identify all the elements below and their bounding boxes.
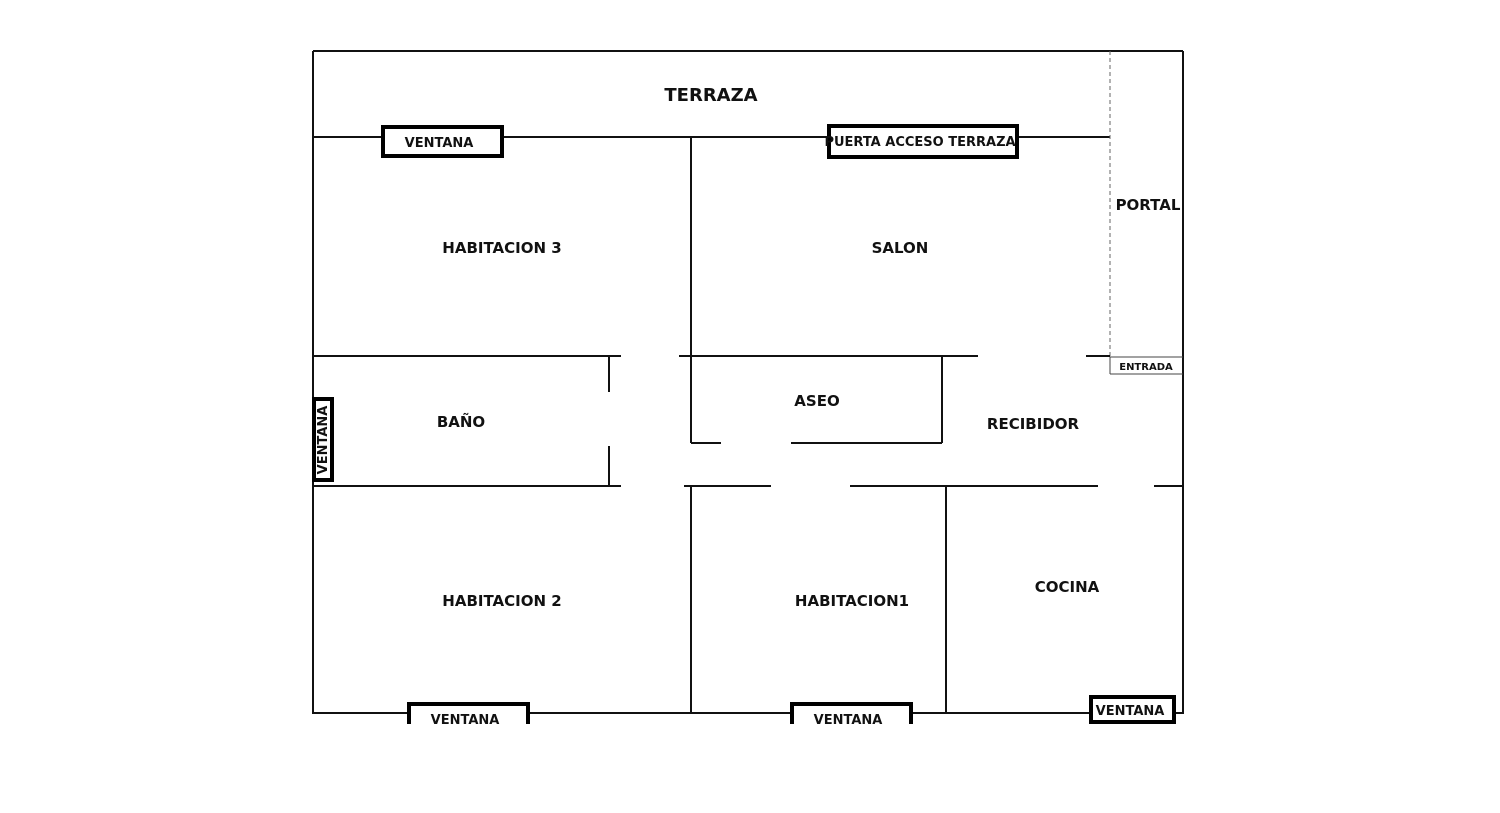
opening-labels: ENTRADA PUERTA ACCESO TERRAZA VENTANA VE… <box>316 135 1173 728</box>
label-ventana-habitacion2: VENTANA <box>431 713 500 728</box>
label-entrada: ENTRADA <box>1119 362 1173 373</box>
label-salon: SALON <box>872 239 929 257</box>
label-ventana-habitacion1: VENTANA <box>814 713 883 728</box>
label-habitacion3: HABITACION 3 <box>442 239 561 257</box>
label-habitacion1: HABITACION1 <box>795 592 909 610</box>
label-aseo: ASEO <box>794 392 839 410</box>
door-terrace <box>827 124 1019 159</box>
label-bano: BAÑO <box>437 412 485 431</box>
room-labels: TERRAZA PORTAL HABITACION 3 SALON BAÑO A… <box>437 85 1181 610</box>
window-habitacion3 <box>381 125 504 158</box>
label-ventana-habitacion3: VENTANA <box>405 136 474 151</box>
window-cocina <box>1089 695 1176 724</box>
label-puerta-terraza: PUERTA ACCESO TERRAZA <box>824 135 1015 150</box>
label-terraza: TERRAZA <box>664 85 757 106</box>
windows <box>312 124 1176 736</box>
window-bano <box>312 397 334 482</box>
label-ventana-bano: VENTANA <box>316 406 331 475</box>
interior-walls <box>313 137 1183 713</box>
label-recibidor: RECIBIDOR <box>987 415 1080 433</box>
label-portal: PORTAL <box>1116 196 1181 214</box>
label-cocina: COCINA <box>1035 578 1100 596</box>
window-habitacion1 <box>790 702 913 736</box>
label-ventana-cocina: VENTANA <box>1096 704 1165 719</box>
label-habitacion2: HABITACION 2 <box>442 592 561 610</box>
